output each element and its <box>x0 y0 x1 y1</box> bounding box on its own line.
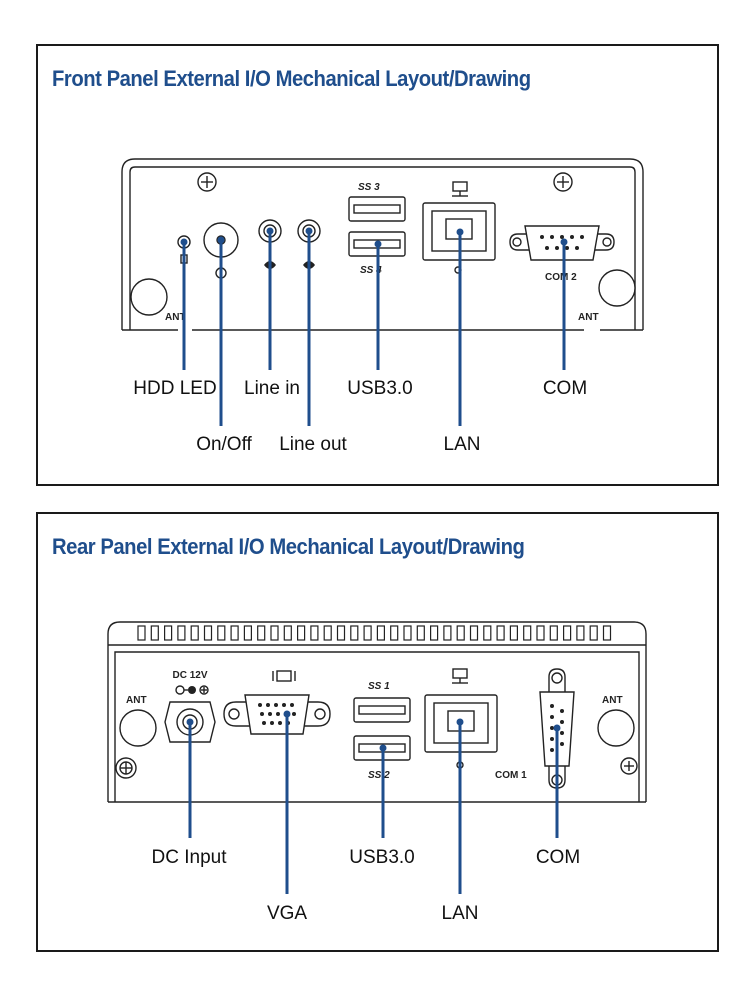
rear-usb-bottom-text: SS 2 <box>368 770 390 781</box>
rear-panel-box: Rear Panel External I/O Mechanical Layou… <box>36 512 719 952</box>
heatsink-fin <box>509 625 518 641</box>
rear-ant-left-text: ANT <box>126 695 147 706</box>
front-network-icon <box>452 181 468 197</box>
heatsink-fin <box>257 625 266 641</box>
heatsink-fin <box>217 625 226 641</box>
front-panel-title: Front Panel External I/O Mechanical Layo… <box>52 66 531 91</box>
front-antenna-left-icon <box>130 278 168 316</box>
heatsink-fin <box>523 625 532 641</box>
dc-polarity-icon <box>175 685 209 695</box>
rear-usb-port-1-icon <box>353 697 411 723</box>
label-dc-input: DC Input <box>152 847 228 868</box>
label-line-out: Line out <box>279 434 347 455</box>
dc-rating-text: DC 12V <box>172 670 207 681</box>
heatsink-fin <box>576 625 585 641</box>
front-chassis-inner <box>129 166 636 330</box>
heatsink-fin <box>416 625 425 641</box>
front-panel-box: Front Panel External I/O Mechanical Layo… <box>36 44 719 486</box>
label-front-lan: LAN <box>444 434 481 455</box>
heatsink-fin <box>549 625 558 641</box>
label-vga: VGA <box>267 903 307 924</box>
rear-com-port-text: COM 1 <box>495 770 527 781</box>
rear-panel-drawing: ANT ANT DC 12V SS 1 SS 2 <box>107 621 647 924</box>
ground-screw-icon <box>115 757 137 779</box>
front-ant-right-text: ANT <box>578 312 599 323</box>
label-rear-lan: LAN <box>442 903 479 924</box>
heatsink-fin <box>270 625 279 641</box>
heatsink-fin <box>190 625 199 641</box>
rear-antenna-right-icon <box>597 709 635 747</box>
heatsink-fin <box>323 625 332 641</box>
heatsink-fin <box>589 625 598 641</box>
heatsink-fin <box>483 625 492 641</box>
heatsink-fin <box>536 625 545 641</box>
vga-port-icon <box>223 694 331 735</box>
heatsink-fin <box>243 625 252 641</box>
rear-usb-top-text: SS 1 <box>368 681 390 692</box>
heatsink-fin <box>150 625 159 641</box>
rear-network-icon <box>452 668 468 684</box>
heatsink-fin <box>443 625 452 641</box>
rear-callouts <box>186 710 561 894</box>
label-line-in: Line in <box>244 378 300 399</box>
heatsink-fin <box>283 625 292 641</box>
heatsink-fin <box>310 625 319 641</box>
heatsink-fin <box>562 625 572 641</box>
rear-heatsink-fins <box>137 625 612 641</box>
rear-chassis-outline <box>107 621 647 802</box>
label-front-usb: USB3.0 <box>347 378 412 399</box>
front-screw-right-icon <box>553 172 573 192</box>
heatsink-fin <box>137 625 146 641</box>
heatsink-fin <box>430 625 439 641</box>
vga-symbol-icon <box>272 670 296 682</box>
label-rear-com: COM <box>536 847 580 868</box>
heatsink-fin <box>203 625 213 641</box>
heatsink-fin <box>469 625 479 641</box>
heatsink-fin <box>456 625 465 641</box>
heatsink-fin <box>350 625 359 641</box>
front-usb-top-text: SS 3 <box>358 182 380 193</box>
rear-screw-right-icon <box>620 757 638 775</box>
label-rear-usb: USB3.0 <box>349 847 414 868</box>
front-com-port-text: COM 2 <box>545 272 577 283</box>
heatsink-fin <box>164 625 173 641</box>
heatsink-fin <box>376 625 385 641</box>
front-callouts <box>180 227 568 426</box>
rear-panel-title: Rear Panel External I/O Mechanical Layou… <box>52 534 525 559</box>
heatsink-fin <box>297 625 306 641</box>
label-on-off: On/Off <box>196 434 252 455</box>
heatsink-fin <box>177 625 186 641</box>
heatsink-fin <box>230 625 239 641</box>
rear-antenna-left-icon <box>119 709 157 747</box>
heatsink-fin <box>363 625 372 641</box>
heatsink-fin <box>602 625 612 641</box>
front-screw-left-icon <box>197 172 217 192</box>
heatsink-fin <box>390 625 399 641</box>
heatsink-fin <box>403 625 412 641</box>
front-usb-port-3-icon <box>348 196 406 222</box>
label-hdd-led: HDD LED <box>133 378 216 399</box>
front-antenna-right-icon <box>598 269 636 307</box>
heatsink-fin <box>496 625 505 641</box>
label-front-com: COM <box>543 378 587 399</box>
heatsink-fin <box>336 625 346 641</box>
front-panel-drawing: ANT ANT SS 3 SS 4 COM 2 <box>121 158 644 455</box>
front-usb-bottom-text: SS 4 <box>360 265 382 276</box>
rear-ant-right-text: ANT <box>602 695 623 706</box>
front-chassis-outline <box>121 158 644 330</box>
front-ant-left-text: ANT <box>165 312 186 323</box>
